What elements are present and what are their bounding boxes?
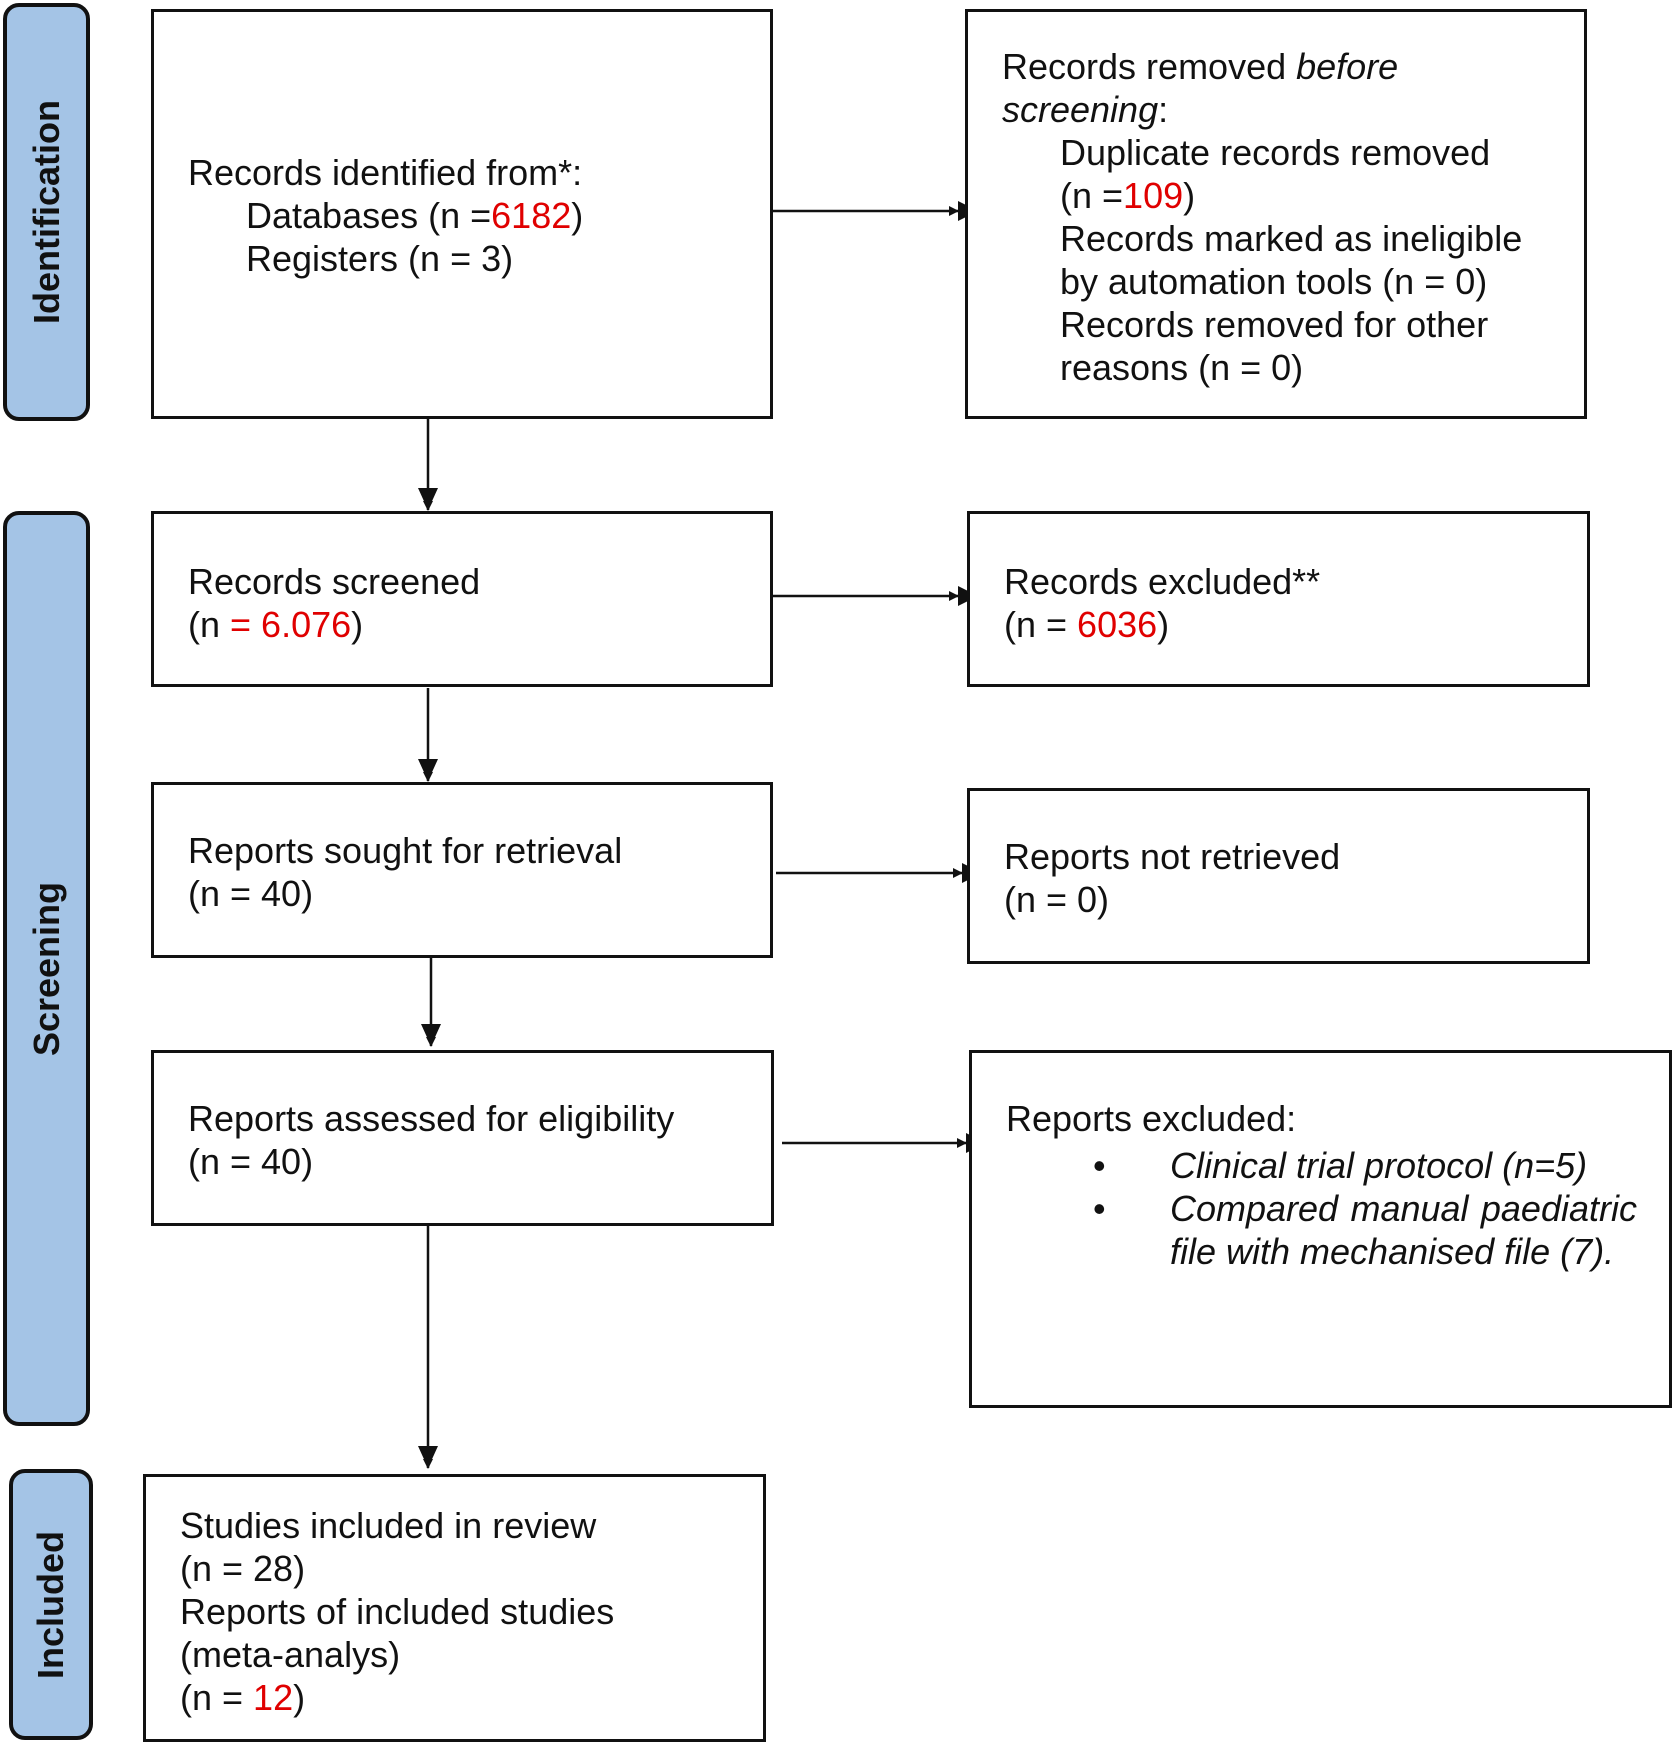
phase-screening: Screening xyxy=(3,511,90,1426)
assessed-title: Reports assessed for eligibility xyxy=(188,1098,675,1139)
not-retrieved-title: Reports not retrieved xyxy=(1004,836,1341,877)
phase-label-identification: Identification xyxy=(25,100,67,324)
removed-title: Records removed before screening: xyxy=(1002,46,1399,130)
phase-included: Included xyxy=(9,1469,93,1740)
excluded-reports-title: Reports excluded: xyxy=(1006,1098,1297,1139)
list-item: •Compared manual paediatric file with me… xyxy=(1093,1188,1637,1272)
reports-assessed-box: Reports assessed for eligibility (n = 40… xyxy=(151,1050,774,1226)
assessed-count: (n = 40) xyxy=(188,1141,314,1182)
screened-count: (n = 6.076) xyxy=(188,604,364,645)
records-screened-box: Records screened (n = 6.076) xyxy=(151,511,773,687)
removed-ineligible-line2: by automation tools (n = 0) xyxy=(1060,261,1488,302)
sought-count: (n = 40) xyxy=(188,873,314,914)
included-line1: Studies included in review xyxy=(180,1505,597,1546)
phase-label-included: Included xyxy=(30,1530,71,1679)
screened-title: Records screened xyxy=(188,561,481,602)
removed-other-line2: reasons (n = 0) xyxy=(1060,347,1304,388)
included-line4: (meta-analys) xyxy=(180,1634,401,1675)
bullet-icon: • xyxy=(1093,1145,1106,1186)
reports-not-retrieved-box: Reports not retrieved (n = 0) xyxy=(967,788,1590,964)
phase-label-screening: Screening xyxy=(25,881,67,1056)
reports-sought-box: Reports sought for retrieval (n = 40) xyxy=(151,782,773,958)
excluded-records-count: (n = 6036) xyxy=(1004,604,1170,645)
included-count: (n = 12) xyxy=(180,1677,306,1718)
phase-identification: Identification xyxy=(3,3,90,421)
removed-other-line1: Records removed for other xyxy=(1060,304,1489,345)
identified-title: Records identified from*: xyxy=(188,152,583,193)
removed-duplicates-count: (n =109) xyxy=(1060,175,1196,216)
databases-count: 6182 xyxy=(491,195,572,236)
excluded-records-title: Records excluded** xyxy=(1004,561,1321,602)
records-removed-box: Records removed before screening: Duplic… xyxy=(965,9,1587,419)
reports-excluded-box: Reports excluded: •Clinical trial protoc… xyxy=(969,1050,1672,1408)
list-item: •Clinical trial protocol (n=5) xyxy=(1093,1145,1588,1186)
excluded-reasons-list: •Clinical trial protocol (n=5) •Compared… xyxy=(1006,1144,1637,1273)
not-retrieved-count: (n = 0) xyxy=(1004,879,1110,920)
bullet-icon: • xyxy=(1093,1188,1106,1229)
sought-title: Reports sought for retrieval xyxy=(188,830,623,871)
removed-duplicates-label: Duplicate records removed xyxy=(1060,132,1491,173)
removed-ineligible-line1: Records marked as ineligible xyxy=(1060,218,1523,259)
included-line3: Reports of included studies xyxy=(180,1591,615,1632)
identified-databases: Databases (n =6182) xyxy=(246,195,584,236)
included-line2: (n = 28) xyxy=(180,1548,306,1589)
studies-included-box: Studies included in review (n = 28) Repo… xyxy=(143,1474,766,1742)
records-excluded-box: Records excluded** (n = 6036) xyxy=(967,511,1590,687)
records-identified-box: Records identified from*: Databases (n =… xyxy=(151,9,773,419)
identified-registers: Registers (n = 3) xyxy=(246,238,514,279)
